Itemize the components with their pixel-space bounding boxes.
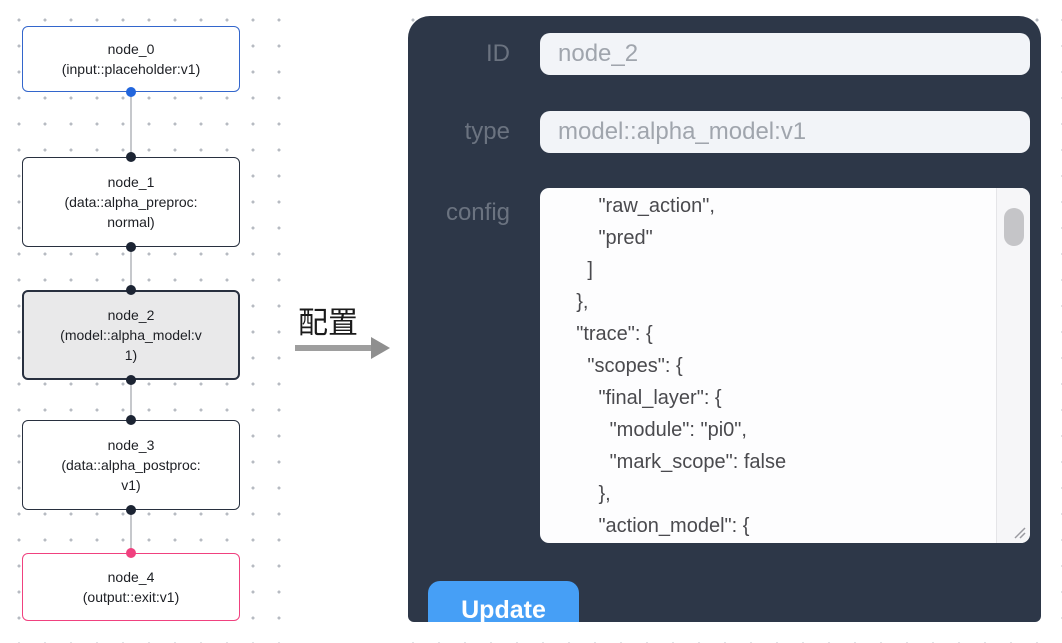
resize-handle-icon[interactable] xyxy=(1012,525,1027,540)
edge-node0-node1 xyxy=(130,92,132,157)
edge-node1-node2 xyxy=(130,247,132,290)
node-config-panel: ID type config "raw_action", "pred" ] },… xyxy=(408,16,1041,622)
right-arrow-icon xyxy=(295,345,373,351)
node-title: node_0 xyxy=(107,41,155,57)
port-node_2-output[interactable] xyxy=(126,375,136,385)
node-node_1[interactable]: node_1 (data::alpha_preproc:normal) xyxy=(22,157,240,247)
edge-node3-node4 xyxy=(130,510,132,553)
config-json-text: "raw_action", "pred" ] }, "trace": { "sc… xyxy=(576,195,787,537)
right-arrow-head-icon xyxy=(371,337,390,359)
port-node_0-output[interactable] xyxy=(126,87,136,97)
config-label: config xyxy=(445,199,510,226)
port-node_4-input[interactable] xyxy=(126,548,136,558)
node-subtitle: (data::alpha_postproc:v1) xyxy=(61,457,201,493)
id-label: ID xyxy=(486,40,510,67)
graph-canvas: node_0 (input::placeholder:v1) node_1 (d… xyxy=(0,0,281,643)
port-node_2-input[interactable] xyxy=(126,285,136,295)
edge-node2-node3 xyxy=(130,380,132,420)
node-subtitle: (output::exit:v1) xyxy=(82,589,180,605)
node-subtitle: (input::placeholder:v1) xyxy=(61,61,201,77)
node-node_0[interactable]: node_0 (input::placeholder:v1) xyxy=(22,26,240,92)
node-node_3[interactable]: node_3 (data::alpha_postproc:v1) xyxy=(22,420,240,510)
id-input[interactable] xyxy=(540,33,1030,75)
port-node_3-input[interactable] xyxy=(126,415,136,425)
node-node_2-selected[interactable]: node_2 (model::alpha_model:v1) xyxy=(22,290,240,380)
port-node_1-input[interactable] xyxy=(126,152,136,162)
node-subtitle: (model::alpha_model:v1) xyxy=(60,327,202,363)
update-button[interactable]: Update xyxy=(428,581,579,622)
config-scrollbar-track[interactable] xyxy=(996,188,1030,543)
type-label: type xyxy=(464,118,510,145)
config-scrollbar-thumb[interactable] xyxy=(1004,208,1024,246)
type-input[interactable] xyxy=(540,111,1030,153)
node-title: node_4 xyxy=(107,569,155,585)
port-node_3-output[interactable] xyxy=(126,505,136,515)
node-subtitle: (data::alpha_preproc:normal) xyxy=(64,194,198,230)
node-title: node_1 xyxy=(107,174,155,190)
node-title: node_2 xyxy=(107,307,155,323)
port-node_1-output[interactable] xyxy=(126,242,136,252)
node-title: node_3 xyxy=(107,437,155,453)
node-node_4[interactable]: node_4 (output::exit:v1) xyxy=(22,553,240,621)
configure-label: 配置 xyxy=(298,307,358,340)
config-textarea[interactable]: "raw_action", "pred" ] }, "trace": { "sc… xyxy=(540,188,1030,543)
